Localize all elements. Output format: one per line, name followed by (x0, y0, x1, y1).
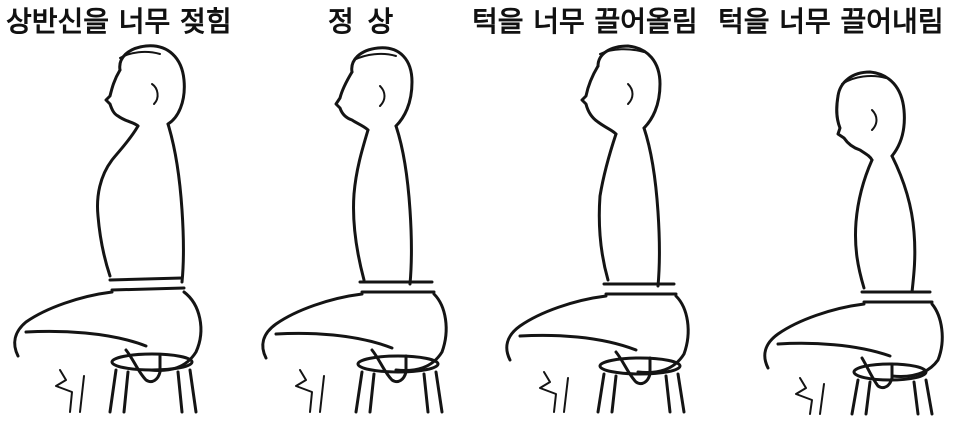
figure-chin-lowered (765, 72, 942, 414)
figure-normal (263, 48, 446, 412)
figure-leaning-back (15, 46, 201, 412)
figure-chin-raised (507, 46, 688, 412)
